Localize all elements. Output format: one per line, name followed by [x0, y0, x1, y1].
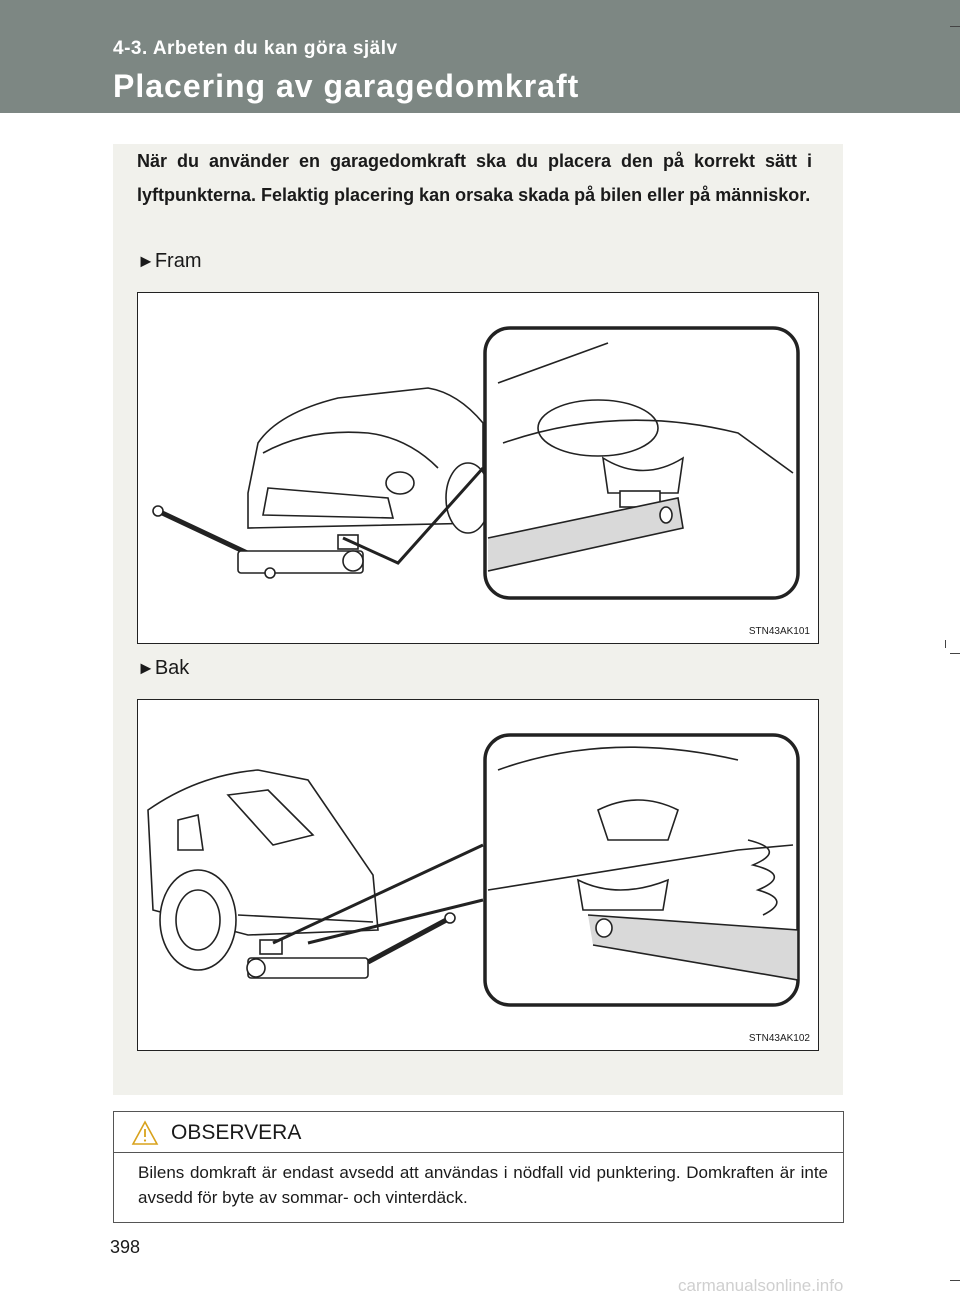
subheading-front: ►Fram: [137, 250, 202, 273]
notice-text: Bilens domkraft är endast avsedd att anv…: [138, 1163, 828, 1207]
section-heading: 4-3. Arbeten du kan göra själv: [113, 38, 398, 59]
crop-mark: [950, 653, 960, 654]
notice-box: OBSERVERA Bilens domkraft är endast avse…: [113, 1111, 844, 1223]
rear-jack-illustration: [147, 733, 800, 1007]
crop-mark: [950, 1280, 960, 1281]
figure-code: STN43AK102: [748, 1033, 810, 1044]
page-number: 398: [110, 1237, 141, 1257]
subheading-rear-label: Bak: [154, 657, 190, 679]
figure-code: STN43AK101: [748, 626, 810, 637]
notice-title: OBSERVERA: [171, 1121, 302, 1144]
subheading-rear: ►Bak: [137, 657, 189, 680]
figure-rear-jack: STN43AK102: [137, 699, 819, 1051]
intro-paragraph: När du använder en garagedomkraft ska du…: [137, 151, 812, 205]
notice-header: OBSERVERA: [114, 1112, 843, 1153]
page-header: 4-3. Arbeten du kan göra själv Placering…: [0, 0, 960, 113]
front-jack-illustration: [152, 326, 800, 600]
figure-front-jack: STN43AK101: [137, 292, 819, 644]
arrow-icon: ►: [137, 658, 155, 678]
crop-mark: [945, 640, 946, 648]
arrow-icon: ►: [137, 251, 155, 271]
watermark: carmanualsonline.info: [678, 1276, 844, 1295]
page-title: Placering av garagedomkraft: [113, 68, 580, 104]
crop-mark: [950, 26, 960, 27]
subheading-front-label: Fram: [154, 250, 202, 272]
warning-triangle-icon: [131, 1120, 159, 1145]
